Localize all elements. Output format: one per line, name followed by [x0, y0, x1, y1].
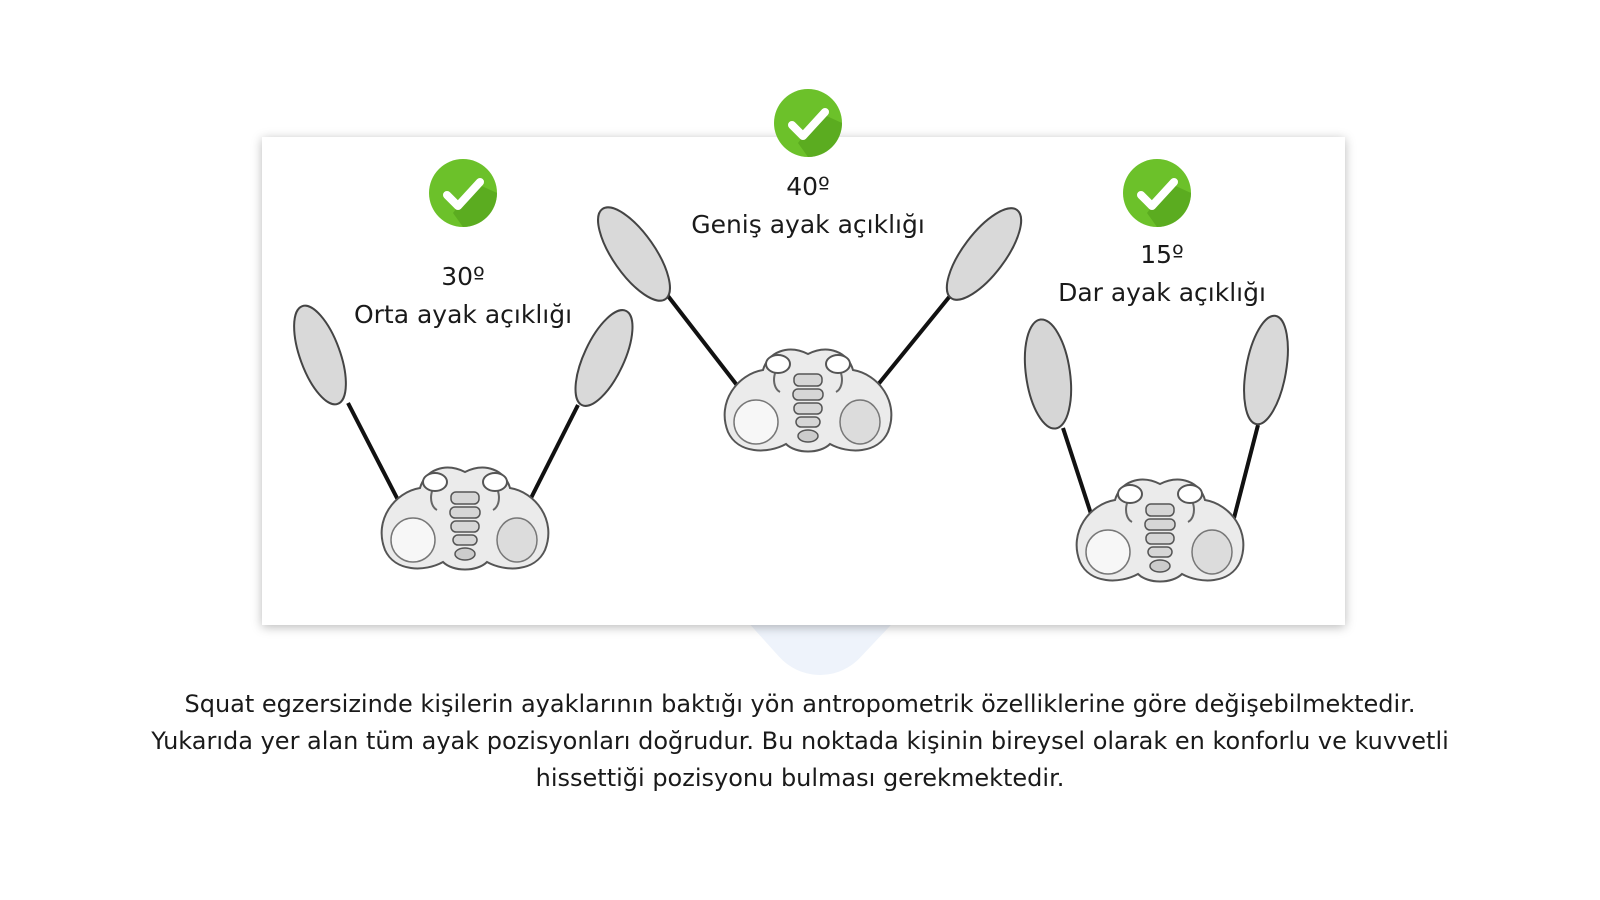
right-foot-shape [945, 207, 1023, 301]
left-foot-shape [293, 304, 347, 406]
stance-angle: 30º [441, 262, 485, 291]
stance-name: Geniş ayak açıklığı [691, 210, 925, 239]
pelvis-illustration [1075, 478, 1245, 583]
stance-narrow-label: 15º Dar ayak açıklığı [1012, 236, 1312, 312]
pelvis-illustration [723, 348, 893, 453]
checkmark-icon [429, 159, 497, 227]
stance-narrow [1023, 159, 1289, 583]
checkmark-icon [774, 89, 842, 157]
stance-wide [597, 89, 1023, 453]
stance-medium-label: 30º Orta ayak açıklığı [313, 258, 613, 334]
pelvis-illustration [380, 466, 550, 571]
right-leg-line [528, 404, 580, 501]
stance-medium [293, 159, 634, 571]
caption-text: Squat egzersizinde kişilerin ayaklarının… [151, 690, 1449, 792]
right-foot-shape [574, 309, 634, 407]
left-leg-line [666, 294, 745, 395]
stance-angle: 15º [1140, 240, 1184, 269]
right-leg-line [1232, 424, 1260, 519]
checkmark-icon [1123, 159, 1191, 227]
left-leg-line [346, 402, 400, 501]
stance-name: Orta ayak açıklığı [353, 300, 573, 329]
stance-wide-label: 40º Geniş ayak açıklığı [658, 168, 958, 244]
right-leg-line [870, 294, 952, 394]
left-leg-line [1061, 427, 1095, 521]
left-foot-shape [597, 206, 671, 302]
right-foot-shape [1243, 314, 1289, 426]
stance-angle: 40º [786, 172, 830, 201]
stance-name: Dar ayak açıklığı [1058, 278, 1266, 307]
left-foot-shape [1023, 318, 1073, 430]
